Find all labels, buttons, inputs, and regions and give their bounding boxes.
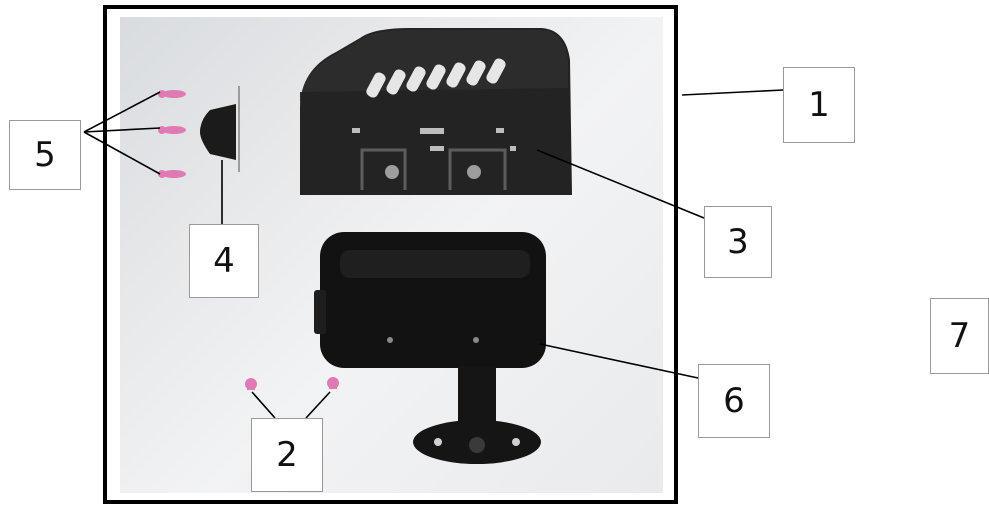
callout-2-label: 2	[276, 435, 298, 475]
callout-3-label: 3	[727, 222, 749, 262]
screw-set-2	[245, 377, 339, 390]
callout-2: 2	[251, 418, 323, 492]
callout-5: 5	[9, 120, 81, 190]
heat-shield	[300, 28, 572, 195]
screw-set-5	[158, 90, 186, 178]
callout-3: 3	[704, 206, 772, 278]
leader-lines	[83, 89, 784, 419]
callout-5-label: 5	[34, 135, 56, 175]
callout-7-label: 7	[948, 316, 971, 356]
muffler-flange	[413, 366, 541, 464]
callout-4-label: 4	[213, 241, 235, 281]
callout-4: 4	[189, 224, 259, 298]
callout-6-label: 6	[723, 381, 745, 421]
muffler-body	[314, 232, 546, 368]
callout-7: 7	[930, 298, 989, 374]
callout-6: 6	[698, 364, 770, 438]
callout-1-label: 1	[808, 85, 830, 125]
end-cap	[200, 86, 240, 172]
callout-1: 1	[783, 67, 855, 143]
